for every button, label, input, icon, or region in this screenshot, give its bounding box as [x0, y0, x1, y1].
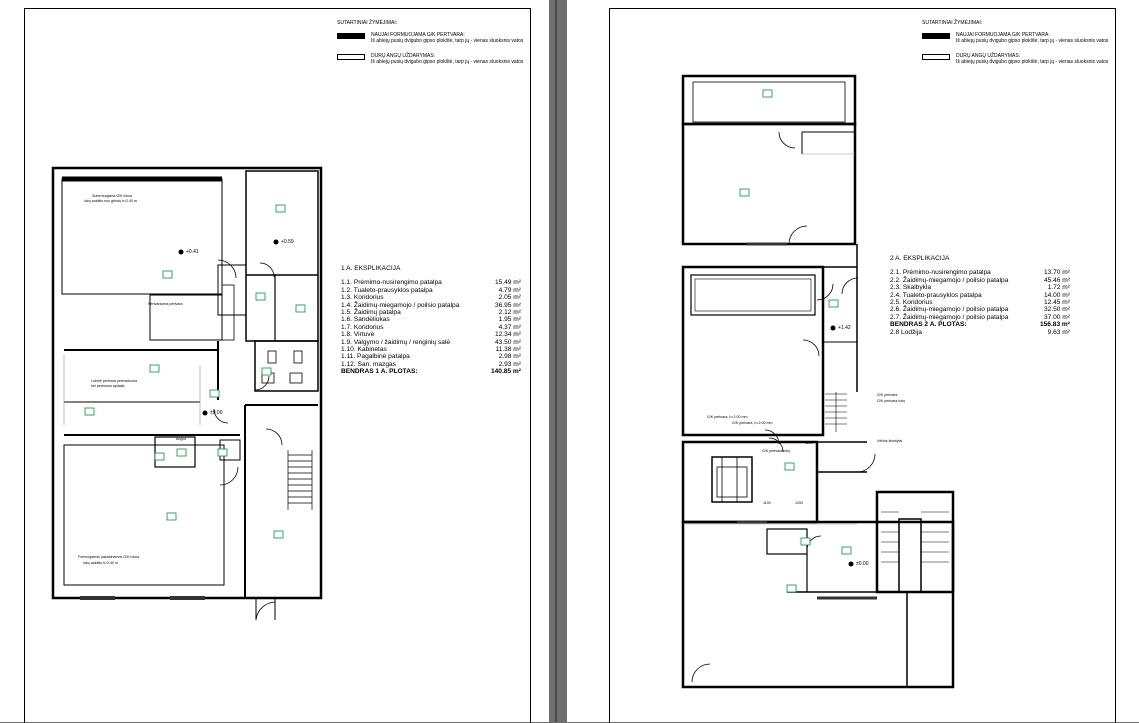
plan-note: G/K pertvara, h=2.00 mm — [732, 421, 772, 425]
dimension: 1100 — [763, 501, 771, 505]
plan-note: lubų aukštis h=2.40 m — [83, 561, 118, 565]
legend-item2-desc: Iš abiejų pusių dvigubo gipso plokštė, t… — [956, 59, 1109, 65]
explication-table-1: 1 A. EKSPLIKACIJA 1.1. Prėmimo-nusirengi… — [341, 265, 521, 376]
door-closing-symbol — [337, 54, 365, 60]
legend-sheet-2: SUTARTINIAI ŽYMĖJIMAI: NAUJAI FORMUOJAMA… — [922, 20, 1117, 70]
plan-note: G/K pertvara — [877, 393, 897, 397]
sheet-2-frame — [609, 8, 1116, 723]
legend-item1-desc: Iš abiejų pusių dvigubo gipso plokštė, t… — [371, 38, 524, 44]
dimension: 1200 — [795, 501, 803, 505]
legend-sheet-1: SUTARTINIAI ŽYMĖJIMAI: NAUJAI FORMUOJAMA… — [337, 20, 532, 70]
plan-note: G/K pertvara, h=2.00 mm — [707, 415, 747, 419]
explication-row: 2.7. Žaidimų-miegamojo / poilsio patalpa… — [890, 313, 1070, 321]
legend-item2-desc: Iš abiejų pusių dvigubo gipso plokštė, t… — [371, 59, 524, 65]
legend-item1-title: NAUJAI FORMUOJAMA G/K PERTVARA: — [956, 32, 1050, 38]
plan-note: G/K pertvara lubų — [762, 449, 790, 453]
explication-title: 1 A. EKSPLIKACIJA — [341, 265, 401, 272]
drawing-sheet-1: SUTARTINIAI ŽYMĖJIMAI: NAUJAI FORMUOJAMA… — [0, 0, 549, 723]
drawing-sheet-2: SUTARTINIAI ŽYMĖJIMAI: NAUJAI FORMUOJAMA… — [567, 0, 1139, 723]
level-mark: +0.41 — [186, 249, 199, 255]
plan-note: Vėlinis išvetlytis — [877, 439, 902, 443]
plan-note: Suformuojama G/K lubos — [92, 194, 132, 198]
plan-note: Pertvarkoma pertvara — [148, 302, 183, 306]
sheet-1-frame — [24, 8, 531, 723]
plan-note: G/K pertvara lubų — [877, 399, 905, 403]
plan-note: lubų aukštis nuo grindų h=2.40 m — [84, 199, 137, 203]
legend-title: SUTARTINIAI ŽYMĖJIMAI: — [337, 20, 398, 26]
explication-title: 2 A. EKSPLIKACIJA — [890, 255, 950, 262]
explication-total: BENDRAS 2 A. PLOTAS:156.83 m² — [890, 321, 1070, 329]
plan-note: Formuojamos pakabinamos G/K lubos — [78, 555, 139, 559]
legend-item2-title: DURŲ ANGŲ UŽDARYMAS: — [371, 53, 436, 59]
level-mark: +0.59 — [281, 239, 294, 245]
floor-plan-1: +0.41 +0.59 ±0.00 Suformuojama G/K lubos… — [51, 166, 323, 621]
explication-row: 2.6. Žaidimų-miegamojo / poilsio patalpa… — [890, 306, 1070, 314]
level-mark: +1.42 — [838, 325, 851, 331]
legend-item1-title: NAUJAI FORMUOJAMA G/K PERTVARA: — [371, 32, 465, 38]
level-mark: ±0.00 — [856, 561, 869, 567]
floor-plan-2: +1.42 ±0.00 G/K pertvara G/K pertvara, h… — [681, 74, 955, 689]
dimension: 1100 — [805, 441, 813, 445]
explication-table-2: 2 A. EKSPLIKACIJA 2.1. Prėmimo-nusirengi… — [890, 255, 1070, 336]
door-closing-symbol — [922, 54, 950, 60]
legend-item1-desc: Iš abiejų pusių dvigubo gipso plokštė, t… — [956, 38, 1109, 44]
plan-note: bei pertvaros apdaila — [91, 384, 124, 388]
explication-row: 2.2. Žaidimų-miegamojo / poilsio patalpa… — [890, 276, 1070, 284]
new-partition-symbol — [337, 33, 365, 39]
page-gap — [549, 0, 567, 722]
explication-total: BENDRAS 1 A. PLOTAS:140.85 m² — [341, 368, 521, 376]
new-partition-symbol — [922, 33, 950, 39]
plan-note: Angos — [176, 437, 186, 441]
legend-item2-title: DURŲ ANGŲ UŽDARYMAS: — [956, 53, 1021, 59]
plan-note: Lubinė pertvara pertvarkoma — [91, 379, 137, 383]
legend-title: SUTARTINIAI ŽYMĖJIMAI: — [922, 20, 983, 26]
explication-row: 1.4. Žaidimų-miegamojo / poilsio patalpa… — [341, 301, 521, 309]
level-mark: ±0.00 — [210, 410, 223, 416]
